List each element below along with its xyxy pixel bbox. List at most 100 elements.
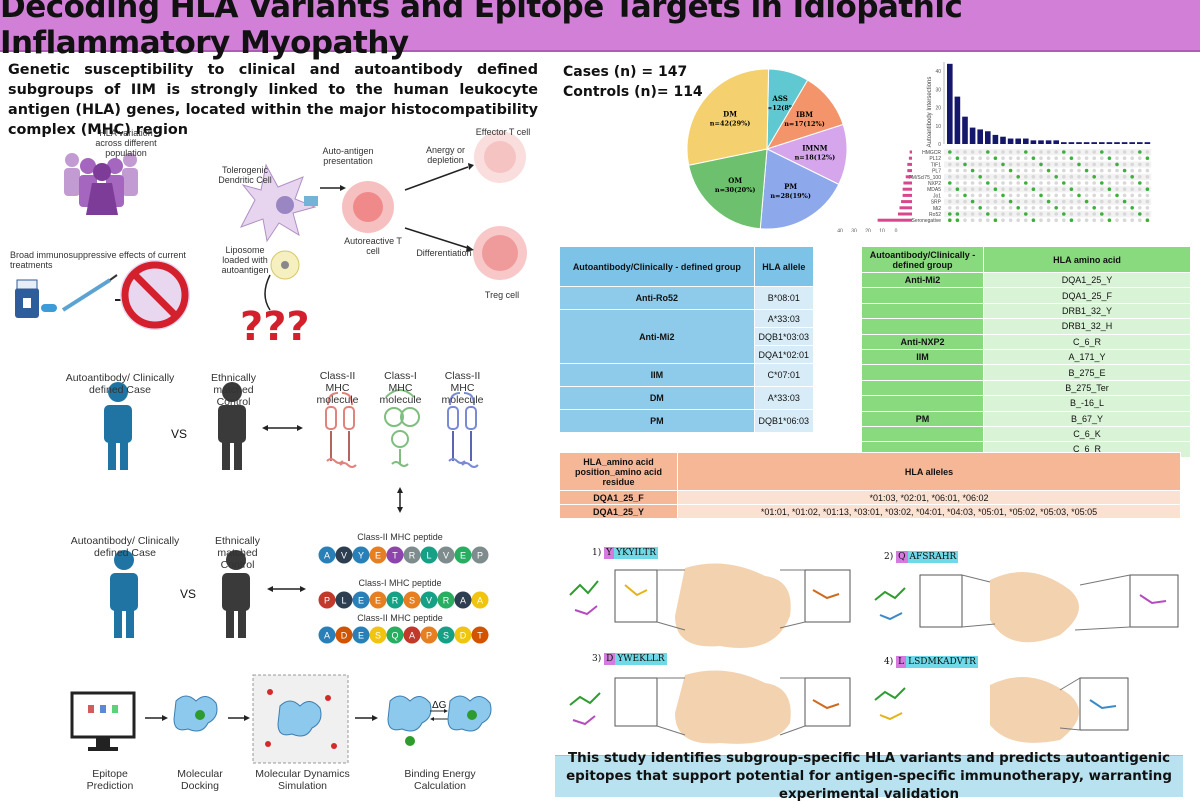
upset-dot	[963, 212, 967, 216]
upset-dot	[1122, 168, 1127, 173]
upset-dot	[1107, 187, 1112, 191]
peptide-residue: D	[454, 626, 472, 644]
upset-dot	[993, 156, 998, 160]
peptide-residue-label: D	[460, 631, 467, 641]
upset-dot	[1039, 187, 1043, 191]
peptide-residue: P	[471, 546, 489, 564]
table-row: C_6_K	[861, 425, 1191, 443]
upset-dot	[1024, 150, 1028, 154]
t2-aa-cell: C_6_R	[983, 333, 1191, 350]
t1-allele-cell: B*08:01	[753, 286, 815, 310]
upset-dot	[993, 206, 998, 210]
upset-dot	[1046, 206, 1051, 210]
upset-dot	[1001, 193, 1005, 198]
upset-dot	[1100, 206, 1104, 210]
upset-dot	[1008, 212, 1013, 216]
upset-dot	[1069, 156, 1074, 160]
upset-dot	[1122, 193, 1127, 198]
upset-set-bar	[907, 162, 912, 166]
upset-dot	[1054, 162, 1058, 167]
pie-chart: ASSn=12(8%)IBMn=17(12%)IMNMn=18(12%)PMn=…	[686, 68, 848, 230]
t2-aa-cell: B_275_E	[983, 364, 1191, 381]
upset-dot	[993, 181, 998, 185]
upset-dot	[1145, 181, 1150, 185]
conclusion-text: This study identifies subgroup-specific …	[566, 750, 1172, 802]
upset-dot	[1084, 181, 1089, 185]
upset-ylabel: Autoantibody Intersections	[927, 77, 933, 148]
upset-dot	[1084, 156, 1089, 160]
upset-dot	[1024, 175, 1028, 179]
upset-dot	[1107, 181, 1112, 185]
upset-dot	[955, 199, 960, 204]
upset-dot	[1092, 187, 1096, 191]
upset-dot	[948, 168, 952, 173]
upset-dot	[1145, 193, 1150, 198]
upset-ytick: 0	[938, 142, 941, 148]
title-bar: Decoding HLA Variants and Epitope Target…	[0, 0, 1200, 61]
upset-dot	[970, 162, 975, 167]
upset-dot	[1069, 193, 1074, 198]
upset-dot	[1016, 150, 1020, 154]
upset-dot	[986, 150, 990, 154]
upset-dot	[963, 168, 967, 173]
upset-bar	[1099, 142, 1105, 144]
peptide-residue: Q	[386, 626, 404, 644]
upset-dot	[955, 206, 960, 210]
upset-dot	[1138, 193, 1142, 198]
peptide-residue-label: E	[358, 631, 364, 641]
t2-group-cell: Anti-Mi2	[861, 271, 984, 289]
pie-label: ASS	[771, 94, 787, 103]
upset-dot	[1122, 187, 1127, 191]
pie-label: OM	[728, 176, 742, 185]
upset-bar	[1137, 142, 1143, 144]
upset-dot	[1024, 156, 1028, 160]
table-row: DRB1_32_H	[861, 318, 1191, 335]
upset-dot	[1008, 181, 1013, 185]
upset-dot	[1054, 175, 1058, 179]
upset-dot	[1069, 162, 1074, 167]
upset-dot	[1084, 212, 1089, 216]
upset-dot	[1122, 175, 1127, 179]
upset-dot	[1115, 156, 1119, 160]
upset-dot	[1077, 162, 1081, 167]
upset-dot	[1100, 193, 1104, 198]
upset-set-bar	[902, 187, 912, 191]
upset-dot	[1077, 193, 1081, 198]
upset-dot	[1046, 156, 1051, 160]
upset-dot	[948, 175, 952, 179]
upset-dot	[1084, 193, 1089, 198]
upset-dot	[1130, 175, 1134, 179]
upset-dot	[948, 206, 952, 210]
upset-set-bar	[899, 206, 912, 210]
upset-dot	[1062, 218, 1066, 222]
upset-dot	[963, 181, 967, 185]
upset-dot	[1016, 162, 1020, 167]
upset-dot	[1092, 156, 1096, 160]
upset-dot	[1046, 150, 1051, 154]
t2-group-cell: PM	[861, 410, 984, 427]
upset-dot	[1092, 193, 1096, 198]
upset-dot	[1115, 212, 1119, 216]
aa-position-table: HLA_amino acid position_amino acid resid…	[559, 452, 1181, 519]
upset-dot	[1024, 187, 1028, 191]
upset-dot	[978, 156, 982, 160]
upset-set-bar	[901, 200, 912, 204]
upset-dot	[978, 218, 982, 222]
upset-dot	[1107, 218, 1112, 222]
upset-dot	[970, 181, 975, 185]
sample-sizes: Cases (n) = 147 Controls (n)= 114	[563, 62, 703, 102]
upset-dot	[1084, 175, 1089, 179]
table-row: DRB1_32_Y	[861, 302, 1191, 320]
pie-label: PM	[784, 182, 797, 191]
mhc-class2-molecule	[325, 392, 357, 468]
peptide-residue: L	[420, 546, 438, 564]
poster-title: Decoding HLA Variants and Epitope Target…	[0, 0, 963, 61]
conclusion-box: This study identifies subgroup-specific …	[555, 751, 1183, 802]
mhc-class2-molecule-b	[447, 392, 479, 468]
